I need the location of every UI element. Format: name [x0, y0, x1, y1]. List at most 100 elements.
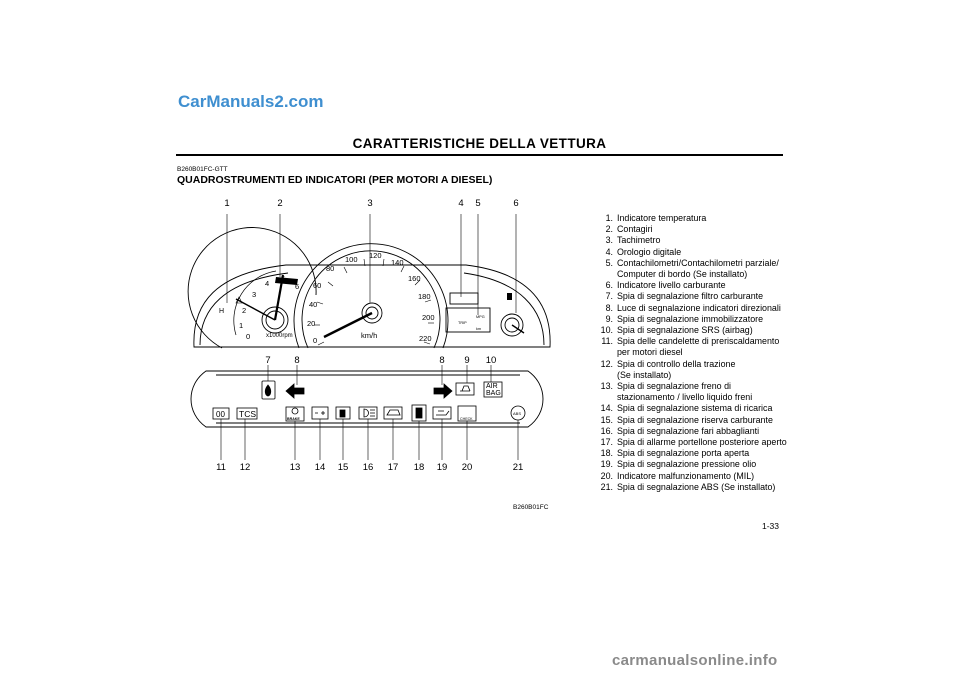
section-code: B260B01FC-GTT [177, 166, 228, 173]
legend-item: 16.Spia di segnalazione fari abbaglianti [600, 425, 760, 436]
callout-number: 15 [338, 462, 349, 473]
temp-hot-label: H [219, 308, 224, 315]
callout-number: 6 [513, 198, 518, 209]
glow-plug-lamp-text: 00 [216, 410, 225, 419]
tcs-lamp [236, 407, 258, 420]
legend-item: 2.Contagiri [605, 224, 653, 235]
speed-label: 140 [391, 258, 404, 267]
turn-signal-right-icon [433, 383, 453, 399]
instrument-cluster-figure: 0 1 2 3 4 5 6 x1000rpm H 0 20 40 60 80 1… [187, 198, 551, 473]
callout-number: 18 [414, 462, 425, 473]
speed-label: 0 [313, 336, 317, 345]
speed-label: 20 [307, 319, 315, 328]
watermark-top: CarManuals2.com [178, 92, 324, 111]
callout-number: 8 [439, 355, 444, 366]
speed-label: 80 [326, 264, 334, 273]
speed-label: 60 [313, 281, 321, 290]
legend-item: 8.Luce di segnalazione indicatori direzi… [605, 302, 781, 313]
check-lamp-text: CHECK [460, 417, 473, 421]
brake-lamp-text: BRAKE [287, 417, 300, 421]
legend-list: 1.Indicatore temperatura 2.Contagiri 3.T… [591, 213, 789, 493]
legend-item: 13.Spia di segnalazione freno di [600, 381, 731, 392]
tach-label: 5 [281, 274, 285, 283]
legend-item: 9.Spia di segnalazione immobilizzatore [605, 313, 764, 324]
tach-label: 2 [242, 306, 246, 315]
legend-item: 19.Spia di segnalazione pressione olio [600, 459, 757, 470]
callout-number: 17 [388, 462, 399, 473]
lcd-odometer [445, 307, 491, 333]
turn-signal-left-icon [285, 383, 305, 399]
callout-number: 20 [462, 462, 473, 473]
airbag-lamp-text: BAG [486, 390, 501, 397]
watermark-bottom: carmanualsonline.info [612, 652, 778, 669]
legend-item: per motori diesel [617, 347, 683, 358]
fuel-pump-icon [507, 293, 512, 300]
oil-pressure-lamp [432, 406, 452, 420]
callout-number: 4 [458, 198, 463, 209]
legend-item: 21.Spia di segnalazione ABS (Se installa… [600, 481, 776, 492]
tach-label: 4 [265, 279, 269, 288]
callout-number: 8 [294, 355, 299, 366]
tcs-lamp-text: TCS [239, 409, 256, 419]
legend-item: Computer di bordo (Se installato) [617, 269, 748, 280]
cluster-housing [193, 264, 551, 348]
tach-label: 1 [239, 321, 243, 330]
figure-code: B260B01FC [513, 504, 549, 511]
speed-label: 180 [418, 292, 431, 301]
legend-item: 20.Indicatore malfunzionamento (MIL) [600, 470, 755, 481]
temp-icon [235, 296, 243, 304]
callout-number: 7 [265, 355, 270, 366]
speed-label: 220 [419, 334, 432, 343]
speed-unit: km/h [361, 331, 377, 340]
legend-item: 12.Spia di controllo della trazione [600, 358, 736, 369]
callout-number: 3 [367, 198, 372, 209]
tach-unit: x1000rpm [266, 333, 293, 339]
fuel-needle [511, 324, 525, 334]
callout-number: 16 [363, 462, 374, 473]
page-number: 1-33 [762, 521, 780, 531]
legend-item: 5.Contachilometri/Contachilometri parzia… [605, 257, 779, 268]
charging-lamp [311, 406, 329, 420]
section-title: QUADROSTRUMENTI ED INDICATORI (PER MOTOR… [177, 174, 493, 186]
speedo-hub [361, 302, 383, 324]
temp-gauge-hub [261, 306, 289, 334]
legend-item: 11.Spia delle candelette di preriscaldam… [601, 336, 780, 347]
speed-label: 120 [369, 251, 382, 260]
lcd-km-label: km [476, 327, 481, 331]
legend-item: 4.Orologio digitale [605, 246, 682, 257]
legend-item: 17.Spia di allarme portellone posteriore… [600, 437, 787, 448]
tach-needle [273, 274, 285, 321]
airbag-lamp [483, 381, 503, 398]
speed-label: 40 [309, 300, 317, 309]
speedo-needle [323, 311, 373, 339]
callout-number: 11 [216, 462, 226, 473]
tach-label: 0 [246, 332, 250, 341]
lcd-mpg-label: MPG [476, 315, 485, 319]
legend-item: 15.Spia di segnalazione riserva carburan… [600, 414, 773, 425]
speed-label: 160 [408, 274, 421, 283]
header-rule [176, 154, 783, 156]
callout-number: 19 [437, 462, 448, 473]
callout-number: 9 [464, 355, 469, 366]
legend-item: 14.Spia di segnalazione sistema di ricar… [600, 403, 773, 414]
legend-item: 1.Indicatore temperatura [605, 213, 707, 223]
temp-needle [235, 298, 276, 321]
callout-number: 14 [315, 462, 326, 473]
callout-number: 1 [224, 198, 229, 209]
legend-item: 6.Indicatore livello carburante [605, 280, 726, 291]
callout-number: 10 [486, 355, 497, 366]
abs-lamp-text: ABS [513, 411, 521, 416]
fuel-filter-lamp [261, 380, 276, 400]
tach-label: 6 [295, 282, 299, 291]
callout-number: 12 [240, 462, 251, 473]
callout-number: 21 [513, 462, 524, 473]
immobilizer-lamp [455, 382, 475, 396]
legend-item: 18.Spia di segnalazione porta aperta [600, 448, 750, 459]
airbag-lamp-text: AIR [486, 383, 498, 390]
legend-item: (Se installato) [617, 369, 672, 380]
callout-number: 13 [290, 462, 301, 473]
legend-item: 3.Tachimetro [605, 235, 661, 246]
speed-label: 200 [422, 313, 435, 322]
lcd-trip-label: TRIP [458, 321, 467, 325]
legend-item: 10.Spia di segnalazione SRS (airbag) [600, 325, 753, 336]
